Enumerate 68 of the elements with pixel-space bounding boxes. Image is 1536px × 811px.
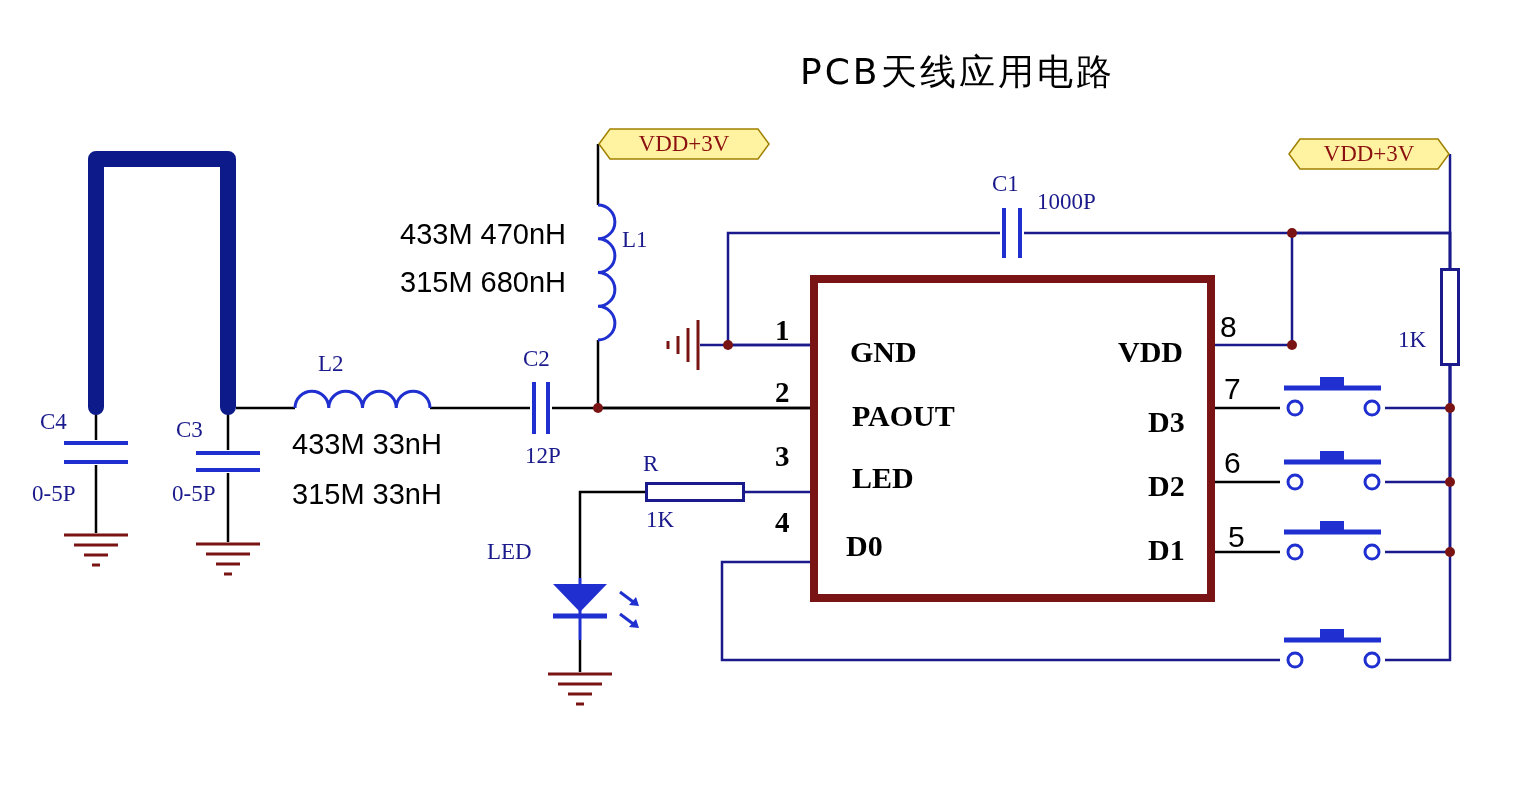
wire: [1215, 550, 1280, 554]
component-label: 1000P: [1037, 190, 1096, 213]
pin-label: VDD: [1118, 337, 1183, 367]
component-label: 0-5P: [172, 482, 216, 505]
wire: [226, 413, 230, 450]
component-label: L1: [622, 228, 648, 251]
wire: [745, 490, 810, 494]
value-label: 315M 33nH: [292, 480, 442, 509]
wire: [1215, 406, 1280, 410]
component-label: L2: [318, 352, 344, 375]
capacitor-symbol: [196, 450, 260, 473]
value-label: 315M 680nH: [400, 268, 567, 297]
pin-number: 5: [1228, 522, 1245, 552]
wire: [236, 406, 295, 410]
wire: [578, 490, 645, 578]
pin-label: D3: [1148, 407, 1185, 437]
pin-number: 7: [1224, 374, 1241, 404]
pin-number: 6: [1224, 448, 1241, 478]
power-flag: VDD+3V: [1288, 138, 1450, 170]
wire: [94, 413, 98, 440]
pin-label: D0: [846, 531, 883, 561]
wire: [726, 231, 1000, 347]
component-label: R: [643, 452, 659, 475]
wire: [596, 144, 600, 205]
pin-label: D2: [1148, 471, 1185, 501]
component-label: C2: [523, 347, 550, 370]
component-label: C3: [176, 418, 203, 441]
wire: [94, 465, 98, 533]
ground-symbol: [196, 542, 260, 578]
title: PCB天线应用电路: [800, 54, 1115, 90]
ground-symbol: [64, 533, 128, 569]
inductor-symbol: [598, 205, 618, 340]
resistor-symbol: [645, 482, 745, 502]
component-label: LED: [487, 540, 532, 563]
component-label: C4: [40, 410, 67, 433]
capacitor-symbol: [1000, 208, 1024, 258]
pin-label: D1: [1148, 535, 1185, 565]
wire: [1385, 366, 1452, 662]
pin-label: PAOUT: [852, 401, 955, 431]
pin-number: 8: [1220, 312, 1237, 342]
pin-number: 2: [775, 378, 790, 407]
component-label: C1: [992, 172, 1019, 195]
pin-number: 4: [775, 508, 790, 537]
ground-symbol: [548, 672, 612, 708]
pin-number: 3: [775, 442, 790, 471]
wire: [226, 473, 230, 542]
wire: [1215, 480, 1280, 484]
pin-number: 1: [775, 316, 790, 345]
value-label: 433M 470nH: [400, 220, 567, 249]
antenna-drawing: [85, 148, 236, 413]
inductor-symbol: [295, 388, 430, 408]
resistor-symbol: [1440, 268, 1460, 366]
wire: [1215, 231, 1452, 347]
pin-label: LED: [852, 463, 914, 493]
component-label: 1K: [1398, 328, 1427, 351]
component-label: 0-5P: [32, 482, 76, 505]
capacitor-symbol: [530, 382, 552, 434]
capacitor-symbol: [64, 440, 128, 465]
power-flag: VDD+3V: [598, 128, 770, 160]
wire: [430, 406, 530, 410]
wire: [720, 560, 1280, 662]
pin-label: GND: [850, 337, 917, 367]
component-label: 12P: [525, 444, 561, 467]
wire: [578, 640, 582, 672]
wire: [596, 340, 810, 410]
chip-box: [810, 275, 1215, 602]
component-label: 1K: [646, 508, 675, 531]
value-label: 433M 33nH: [292, 430, 442, 459]
